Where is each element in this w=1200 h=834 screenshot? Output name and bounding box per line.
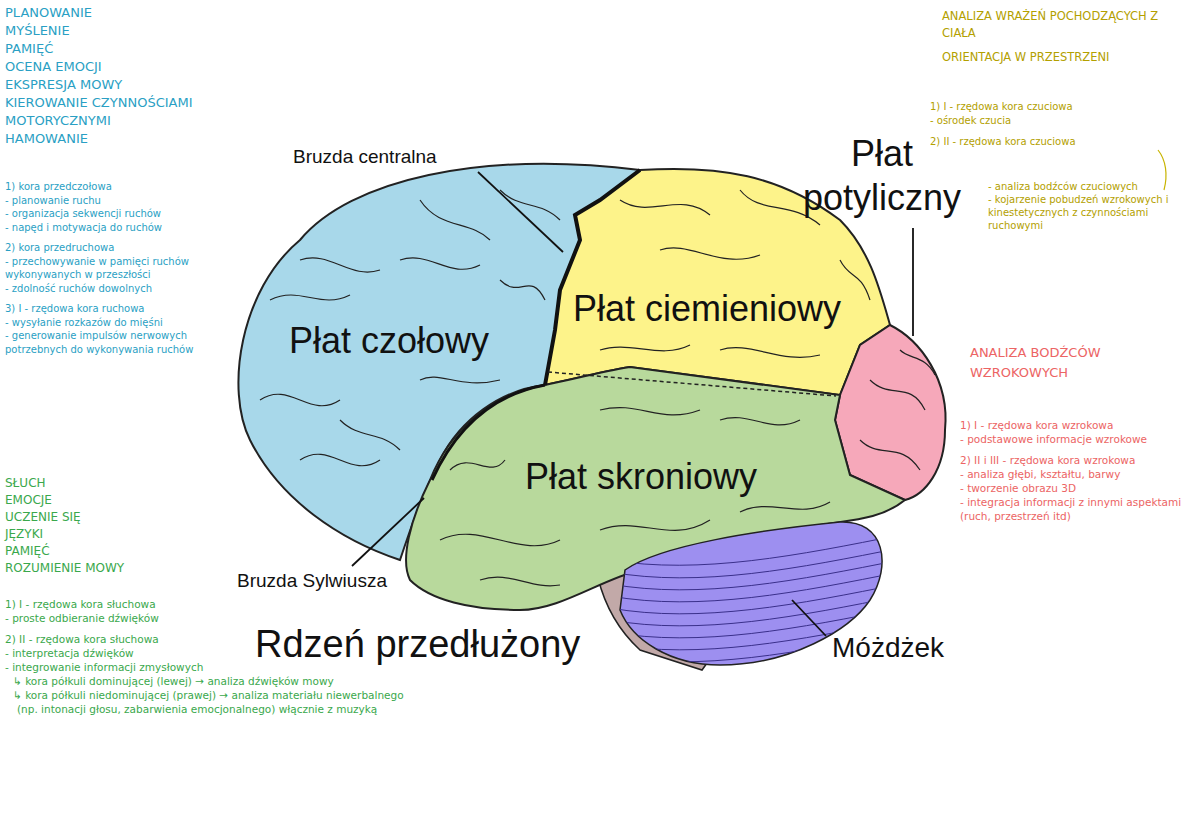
lobe-name: Płat potyliczny bbox=[782, 132, 982, 220]
note-text: - planowanie ruchu bbox=[5, 194, 227, 208]
central-sulcus bbox=[545, 170, 640, 385]
note-text: - organizacja sekwencji ruchów bbox=[5, 207, 227, 221]
note-text: JĘZYKI bbox=[5, 526, 205, 543]
lobe-name: Płat czołowy bbox=[286, 320, 492, 361]
note-text: ROZUMIENIE MOWY bbox=[5, 560, 205, 577]
leader-line bbox=[912, 228, 914, 336]
note-text: 3) I - rzędowa kora ruchowa bbox=[5, 302, 227, 316]
note-text: - kojarzenie pobudzeń wzrokowych i kines… bbox=[988, 193, 1193, 232]
note-text: 2) II - rzędowa kora czuciowa bbox=[930, 135, 1190, 149]
note-text: MYŚLENIE bbox=[5, 22, 220, 40]
note-text: PAMIĘĆ bbox=[5, 40, 220, 58]
note-text: 1) I - rzędowa kora czuciowa bbox=[930, 100, 1190, 114]
note-text: ANALIZA WRAŻEŃ POCHODZĄCYCH Z CIAŁA bbox=[942, 8, 1174, 42]
note-text: - ośrodek czucia bbox=[930, 114, 1190, 128]
structure-name: Rdzeń przedłużony bbox=[255, 622, 580, 666]
note-text: - podstawowe informacje wzrokowe bbox=[960, 432, 1192, 446]
note-text: PAMIĘĆ bbox=[5, 543, 205, 560]
leader-line bbox=[478, 172, 563, 252]
note-text: UCZENIE SIĘ bbox=[5, 509, 205, 526]
note-text: EKSPRESJA MOWY bbox=[5, 76, 220, 94]
note-group: ANALIZA BODŹCÓW WZROKOWYCH bbox=[970, 343, 1170, 383]
note-text: 2) II i III - rzędowa kora wzrokowa bbox=[960, 453, 1192, 467]
leader-line bbox=[352, 498, 424, 566]
note-text: ORIENTACJA W PRZESTRZENI bbox=[942, 49, 1174, 66]
note-text: - generowanie impulsów nerwowych potrzeb… bbox=[5, 329, 227, 356]
gyri bbox=[260, 190, 935, 586]
note-text: OCENA EMOCJI bbox=[5, 58, 220, 76]
note-text: - napęd i motywacja do ruchów bbox=[5, 221, 227, 235]
note-text: - analiza bodźców czuciowych bbox=[988, 180, 1193, 193]
note-text: - integracja informacji z innymi aspekta… bbox=[960, 495, 1192, 523]
structure-name: Móżdżek bbox=[832, 632, 944, 664]
note-text: PLANOWANIE bbox=[5, 4, 220, 22]
note-text: SŁUCH bbox=[5, 475, 205, 492]
lobe-name: Płat skroniowy bbox=[522, 456, 760, 497]
note-group: 1) kora przedczołowa- planowanie ruchu- … bbox=[5, 180, 227, 356]
note-group: 1) I - rzędowa kora wzrokowa- podstawowe… bbox=[960, 418, 1192, 523]
note-group: 1) I - rzędowa kora czuciowa- ośrodek cz… bbox=[930, 100, 1190, 149]
note-text: 1) I - rzędowa kora słuchowa bbox=[5, 597, 405, 611]
note-text: - tworzenie obrazu 3D bbox=[960, 481, 1192, 495]
note-text: EMOCJE bbox=[5, 492, 205, 509]
note-group: PLANOWANIEMYŚLENIEPAMIĘĆOCENA EMOCJIEKSP… bbox=[5, 4, 220, 148]
note-text: KIEROWANIE CZYNNOŚCIAMI MOTORYCZNYMI bbox=[5, 94, 220, 130]
note-text: 1) I - rzędowa kora wzrokowa bbox=[960, 418, 1192, 432]
sulcus-label: Bruzda centralna bbox=[293, 146, 437, 168]
note-group: SŁUCHEMOCJEUCZENIE SIĘJĘZYKIPAMIĘĆROZUMI… bbox=[5, 475, 205, 577]
note-text: - analiza głębi, kształtu, barwy bbox=[960, 467, 1192, 481]
note-text: - zdolność ruchów dowolnych bbox=[5, 282, 227, 296]
occipital-lobe bbox=[835, 325, 946, 500]
note-text: HAMOWANIE bbox=[5, 130, 220, 148]
note-text: - proste odbieranie dźwięków bbox=[5, 611, 405, 625]
note-text: ↳ kora półkuli dominującej (lewej) → ana… bbox=[5, 674, 405, 688]
note-text: - wysyłanie rozkazów do mięśni bbox=[5, 316, 227, 330]
leader-line bbox=[792, 600, 826, 636]
bracket bbox=[1158, 150, 1166, 190]
sulcus-label: Bruzda Sylwiusza bbox=[237, 570, 387, 592]
lobe-boundary bbox=[548, 372, 836, 396]
note-text: 1) kora przedczołowa bbox=[5, 180, 227, 194]
note-text: 2) kora przedruchowa bbox=[5, 241, 227, 255]
note-text: ANALIZA BODŹCÓW WZROKOWYCH bbox=[970, 343, 1170, 383]
note-group: - analiza bodźców czuciowych- kojarzenie… bbox=[988, 180, 1193, 232]
note-group: ANALIZA WRAŻEŃ POCHODZĄCYCH Z CIAŁA ORIEN… bbox=[942, 8, 1174, 66]
note-text: - przechowywanie w pamięci ruchów wykony… bbox=[5, 255, 227, 282]
note-text: ↳ kora półkuli niedominującej (prawej) →… bbox=[5, 688, 405, 716]
lobe-name: Płat ciemieniowy bbox=[570, 288, 844, 329]
